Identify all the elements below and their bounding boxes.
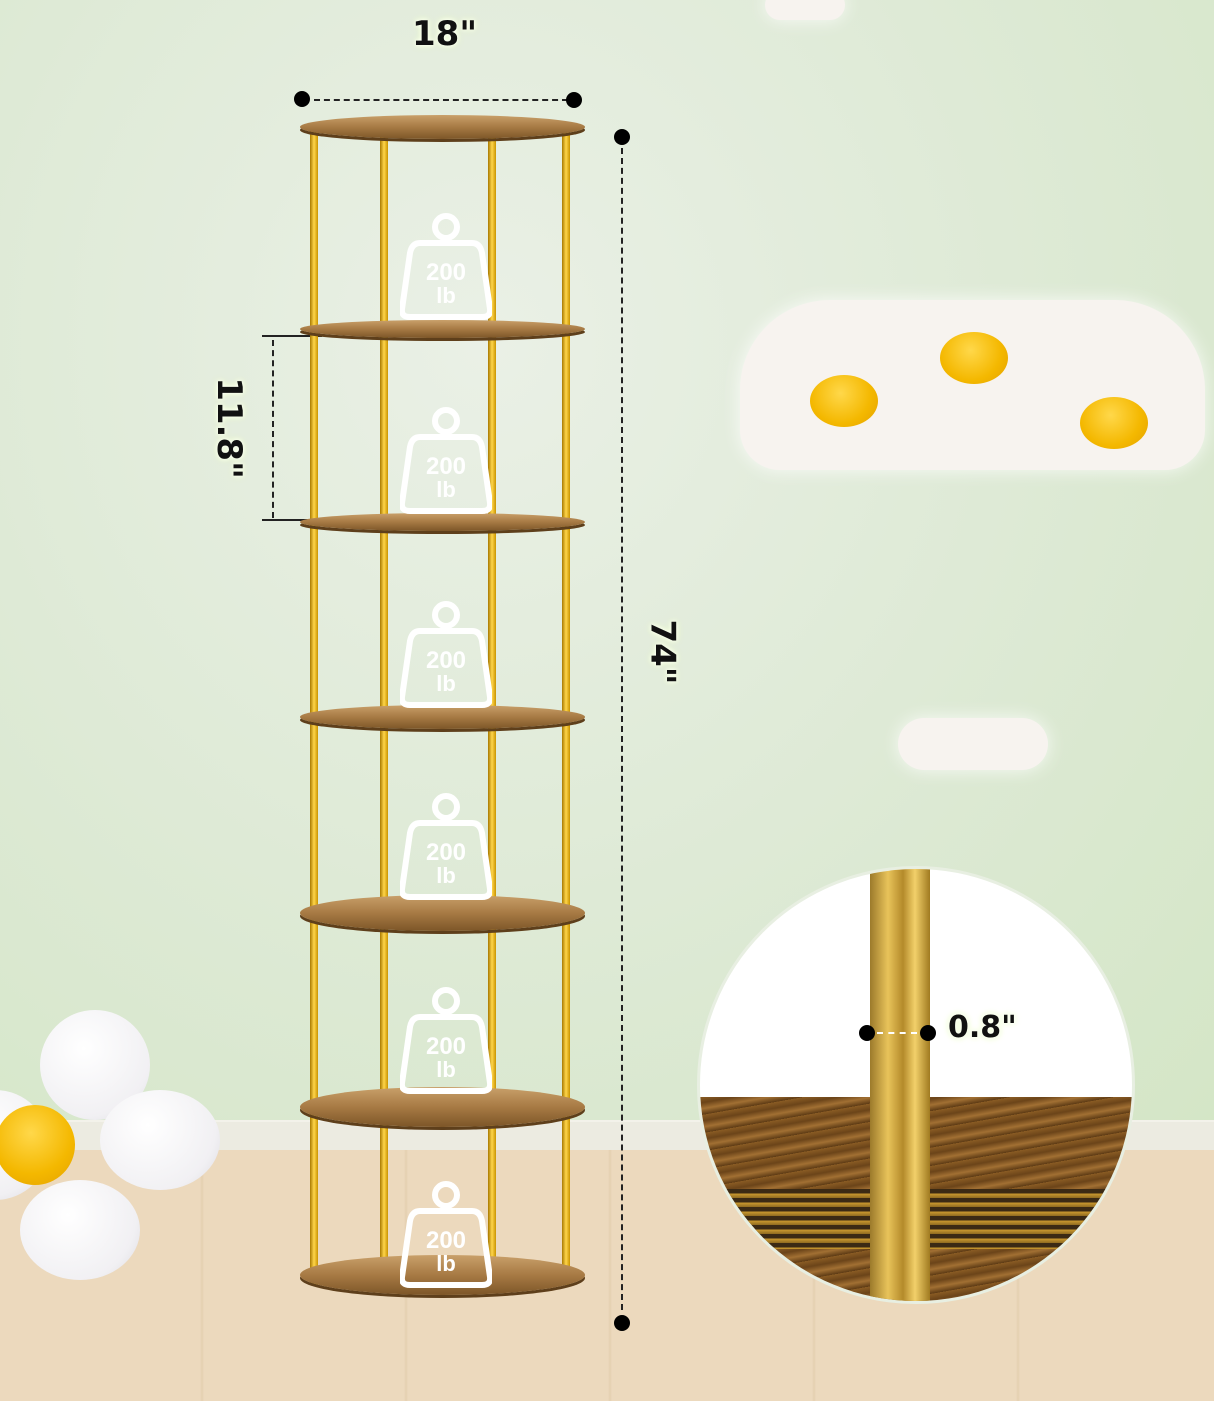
top-cloud-decoration <box>765 0 845 20</box>
spacing-bottom-tick <box>262 519 322 521</box>
weight-capacity-icon <box>400 601 492 708</box>
shelf <box>300 895 585 931</box>
shelf <box>300 320 585 338</box>
support-pole <box>310 125 318 1285</box>
weight-capacity-icon <box>400 1181 492 1288</box>
diameter-dimension-line <box>877 1032 917 1034</box>
spacing-dimension-line <box>272 340 274 518</box>
height-bottom-marker <box>614 1315 630 1331</box>
gold-pole-detail <box>870 869 930 1301</box>
width-label: 18" <box>412 14 478 54</box>
tier-capacity-badge: 200 lb <box>400 601 492 709</box>
spacing-top-tick <box>262 335 322 337</box>
shelf-top <box>300 115 585 139</box>
weight-capacity-icon <box>400 793 492 900</box>
yolk-decoration <box>940 332 1008 384</box>
shelf-bottom <box>300 1255 585 1295</box>
tier-capacity-badge: 200 lb <box>400 987 492 1095</box>
shoe-tower-rack: 200 lb 200 lb 200 lb 200 lb 200 lb 200 l… <box>300 115 585 1295</box>
height-label: 74" <box>642 619 683 685</box>
width-end-marker <box>566 92 582 108</box>
weight-capacity-icon <box>400 407 492 514</box>
small-cloud-decoration <box>898 718 1048 770</box>
shelf <box>300 513 585 531</box>
tier-capacity-badge: 200 lb <box>400 407 492 515</box>
yolk-decoration <box>810 375 878 427</box>
egg-cloud-decoration <box>740 300 1205 470</box>
yolk-decoration <box>1080 397 1148 449</box>
support-pole <box>380 125 388 1285</box>
weight-capacity-icon <box>400 213 492 320</box>
height-top-marker <box>614 129 630 145</box>
shelf <box>300 705 585 729</box>
height-dimension-line <box>621 148 623 1310</box>
flower-decoration <box>0 1010 220 1290</box>
tier-capacity-badge: 200 lb <box>400 1181 492 1289</box>
tier-capacity-badge: 200 lb <box>400 793 492 901</box>
pole-detail-inset <box>697 866 1135 1304</box>
diameter-right-marker <box>920 1025 936 1041</box>
shelf-spacing-label: 11.8" <box>208 377 249 479</box>
support-pole <box>562 125 570 1285</box>
width-start-marker <box>294 91 310 107</box>
diameter-left-marker <box>859 1025 875 1041</box>
width-dimension-line <box>314 99 568 101</box>
pole-diameter-label: 0.8" <box>948 1010 1017 1045</box>
tier-capacity-badge: 200 lb <box>400 213 492 321</box>
weight-capacity-icon <box>400 987 492 1094</box>
